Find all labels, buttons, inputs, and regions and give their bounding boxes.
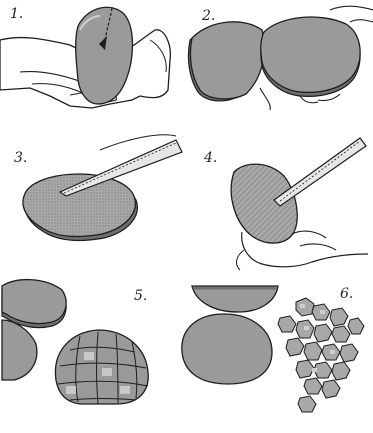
panel-4-cut-under-skin: 4. — [203, 138, 368, 270]
panel-5-diced-half: 5. — [2, 280, 148, 404]
diced-mango-half — [55, 330, 148, 404]
panel-1-hold-mango: 1. — [0, 6, 170, 108]
mango-skin-empty — [182, 314, 272, 384]
panel-6-cubes: 6. — [182, 286, 364, 412]
knife-4 — [274, 138, 366, 206]
mango-piece-5b — [2, 320, 37, 380]
mango-cheek-left — [190, 22, 264, 99]
step-number-1: 1. — [10, 6, 23, 22]
step-number-6: 6. — [340, 286, 353, 302]
mango-half-4 — [231, 164, 297, 243]
mango-cubes — [278, 298, 364, 412]
panel-2-two-cheeks: 2. — [188, 6, 373, 110]
step-number-2: 2. — [201, 8, 215, 24]
step-number-4: 4. — [203, 150, 217, 166]
step-number-5: 5. — [134, 288, 147, 304]
mango-cheek-right — [261, 17, 360, 92]
step-number-3: 3. — [14, 150, 27, 166]
panel-3-score-flesh: 3. — [14, 135, 182, 241]
mango-skin-slice — [192, 286, 278, 312]
mango-piece-5a — [2, 280, 66, 324]
